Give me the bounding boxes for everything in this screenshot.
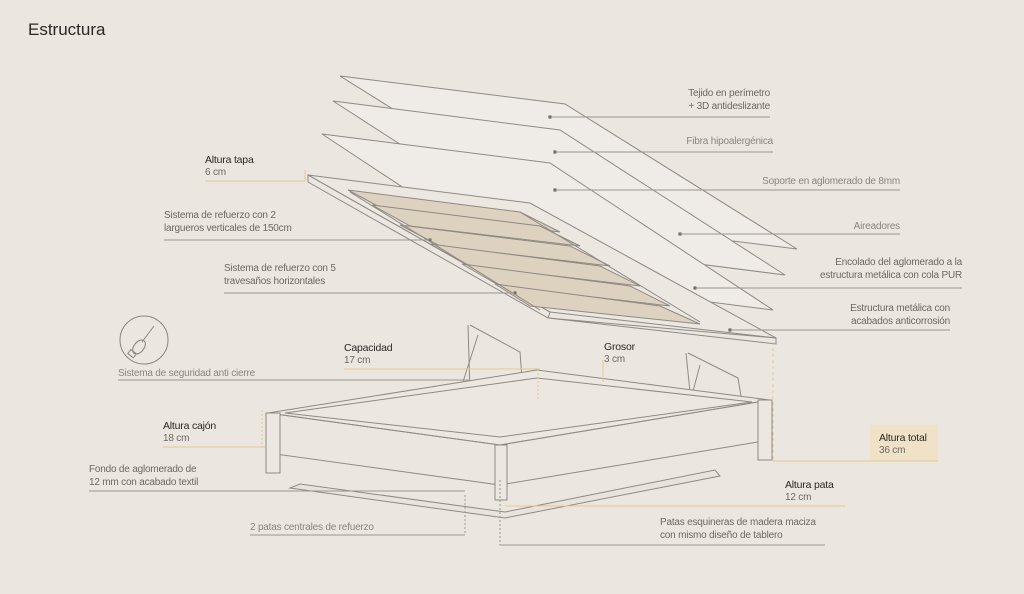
label-fibra: Fibra hipoalergénica: [686, 136, 773, 147]
bottom-board: [288, 469, 721, 519]
label-aireadores: Aireadores: [853, 221, 901, 232]
slat: [371, 204, 581, 247]
box-top: [267, 369, 771, 446]
label-tejido: Tejido en perímetro+ 3D antideslizante: [688, 88, 770, 112]
slat: [461, 263, 671, 307]
leg: [757, 399, 773, 461]
label-soporte: Soporte en aglomerado de 8mm: [762, 176, 900, 187]
slat: [494, 283, 701, 325]
page-title: Estructura: [28, 20, 106, 39]
slat: [399, 224, 611, 267]
leg: [494, 444, 508, 501]
leg: [265, 412, 281, 474]
safety-lock-icon: [119, 315, 169, 365]
label-seguridad: Sistema de seguridad anti cierre: [118, 368, 256, 379]
label-patas-centrales: 2 patas centrales de refuerzo: [250, 522, 374, 533]
total-height-highlight: [870, 425, 938, 461]
